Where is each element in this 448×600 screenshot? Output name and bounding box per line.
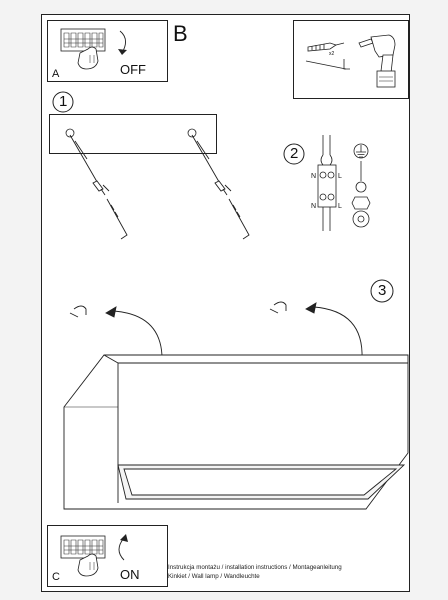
caption-line-1: Instrukcja montażu / installation instru… [168,564,342,571]
step-3-circle [370,279,394,303]
on-label: ON [120,567,140,582]
step-2-number: 2 [290,145,299,162]
dowel-screw-icon [65,128,250,240]
step-1-circle [52,91,74,113]
switch-on-icon [60,534,128,577]
instruction-sheet: A OFF B x2 [41,14,410,592]
caption-line-2: Kinkiet / Wall lamp / Wandleuchte [168,572,260,580]
step-2-circle [283,143,305,165]
live-label-bottom: L [338,203,342,210]
switch-off-icon [60,28,127,70]
step-3-number: 3 [378,282,387,299]
step-c-letter: C [52,571,60,583]
caption: Instrukcja montażu / installation instru… [168,564,342,581]
rotate-arrow-icon [69,301,363,364]
step-1-number: 1 [59,93,68,110]
step-a-letter: A [52,68,60,80]
live-label-top: L [338,173,342,180]
screw-count: x2 [329,51,335,57]
step-c-box: C ON [47,525,168,587]
ground-icon [351,143,371,228]
screws-icon [305,42,350,70]
drill-icon [358,34,396,88]
step-b-letter: B [173,21,188,46]
neutral-label-top: N [311,173,317,180]
wall-lamp [63,354,409,510]
step-a-box: A OFF [47,20,168,82]
neutral-label-bottom: N [311,203,317,210]
terminal-block-icon [317,135,337,231]
off-label: OFF [120,62,146,77]
tools-box: x2 [293,20,409,99]
